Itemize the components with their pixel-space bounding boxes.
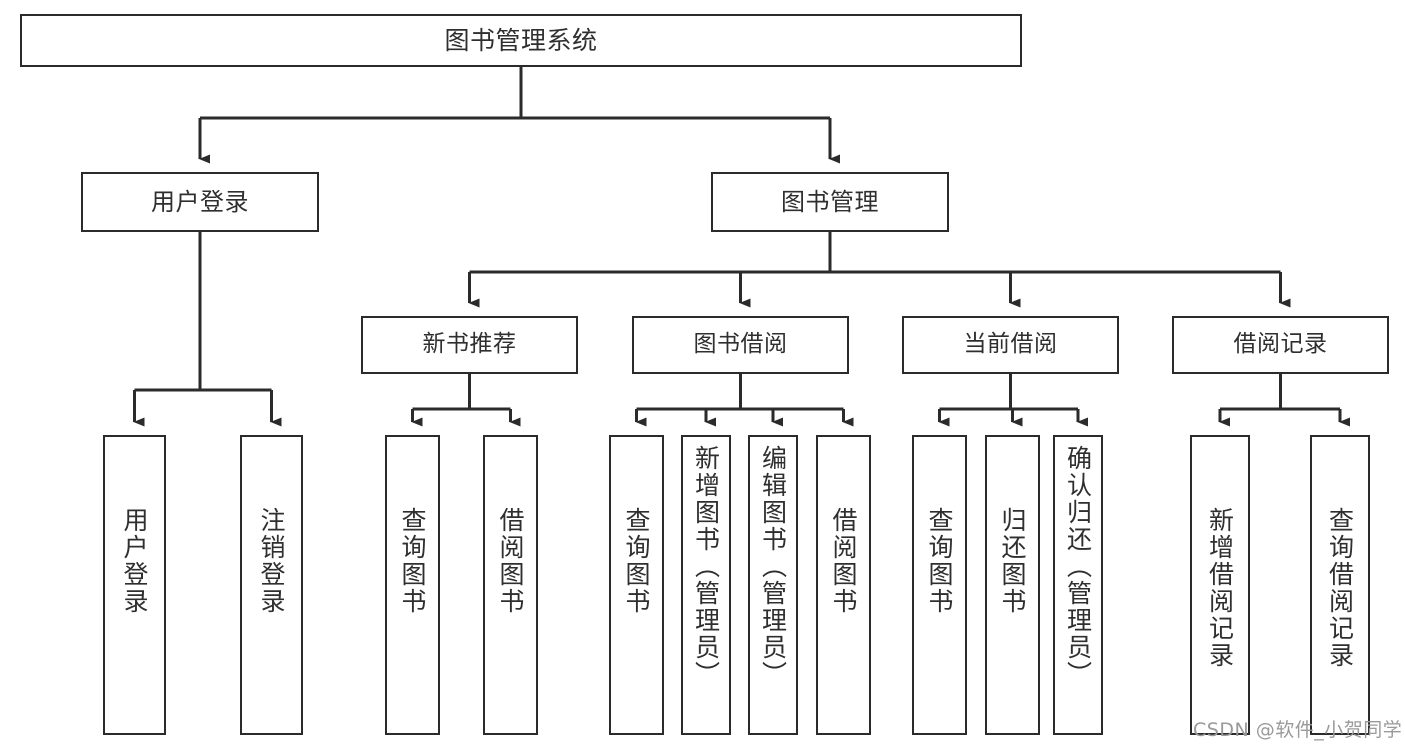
node-root-book-management-system[interactable]: 图书管理系统: [20, 14, 1022, 67]
node-book-management[interactable]: 图书管理: [711, 172, 949, 232]
node-user-login[interactable]: 用户登录: [81, 172, 319, 232]
node-label: 查询图书: [622, 507, 651, 615]
node-borrowing-record[interactable]: 借阅记录: [1172, 316, 1389, 374]
csdn-watermark: CSDN @软件_小贺同学: [1193, 719, 1403, 741]
leaf-borrow-book[interactable]: 借阅图书: [816, 435, 871, 735]
node-label: 借阅图书: [496, 507, 525, 615]
node-label: 当前借阅: [963, 331, 1058, 358]
node-current-borrowing[interactable]: 当前借阅: [902, 316, 1119, 374]
node-label: 新增借阅记录: [1205, 507, 1235, 669]
node-label: 查询图书: [398, 507, 427, 615]
node-label: 新增图书（管理员）: [691, 445, 721, 688]
node-label: 借阅记录: [1233, 331, 1328, 358]
node-label: 用户登录: [151, 187, 249, 216]
node-label: 新书推荐: [422, 331, 517, 358]
node-book-borrowing[interactable]: 图书借阅: [632, 316, 849, 374]
node-new-book-recommendation[interactable]: 新书推荐: [361, 316, 578, 374]
leaf-add-borrowing-record[interactable]: 新增借阅记录: [1190, 435, 1250, 735]
leaf-query-book-borrowing[interactable]: 查询图书: [609, 435, 664, 735]
node-label: 确认归还（管理员）: [1063, 445, 1093, 688]
node-label: 查询图书: [925, 507, 954, 615]
leaf-user-login[interactable]: 用户登录: [103, 435, 166, 735]
node-label: 归还图书: [998, 507, 1027, 615]
leaf-confirm-return-admin[interactable]: 确认归还（管理员）: [1053, 435, 1103, 735]
node-label: 图书管理: [781, 187, 879, 216]
leaf-borrow-book-recommendation[interactable]: 借阅图书: [483, 435, 538, 735]
leaf-return-book[interactable]: 归还图书: [985, 435, 1040, 735]
leaf-logout[interactable]: 注销登录: [240, 435, 303, 735]
node-label: 图书借阅: [693, 331, 788, 358]
node-label: 查询借阅记录: [1325, 507, 1355, 669]
leaf-edit-book-admin[interactable]: 编辑图书（管理员）: [748, 435, 798, 735]
leaf-add-book-admin[interactable]: 新增图书（管理员）: [681, 435, 731, 735]
leaf-query-book-current[interactable]: 查询图书: [912, 435, 967, 735]
node-label: 注销登录: [257, 507, 286, 615]
node-label: 用户登录: [120, 507, 149, 615]
node-label: 图书管理系统: [444, 25, 598, 55]
node-label: 借阅图书: [829, 507, 858, 615]
node-label: 编辑图书（管理员）: [758, 445, 788, 688]
leaf-query-book-recommendation[interactable]: 查询图书: [385, 435, 440, 735]
leaf-query-borrowing-record[interactable]: 查询借阅记录: [1310, 435, 1370, 735]
